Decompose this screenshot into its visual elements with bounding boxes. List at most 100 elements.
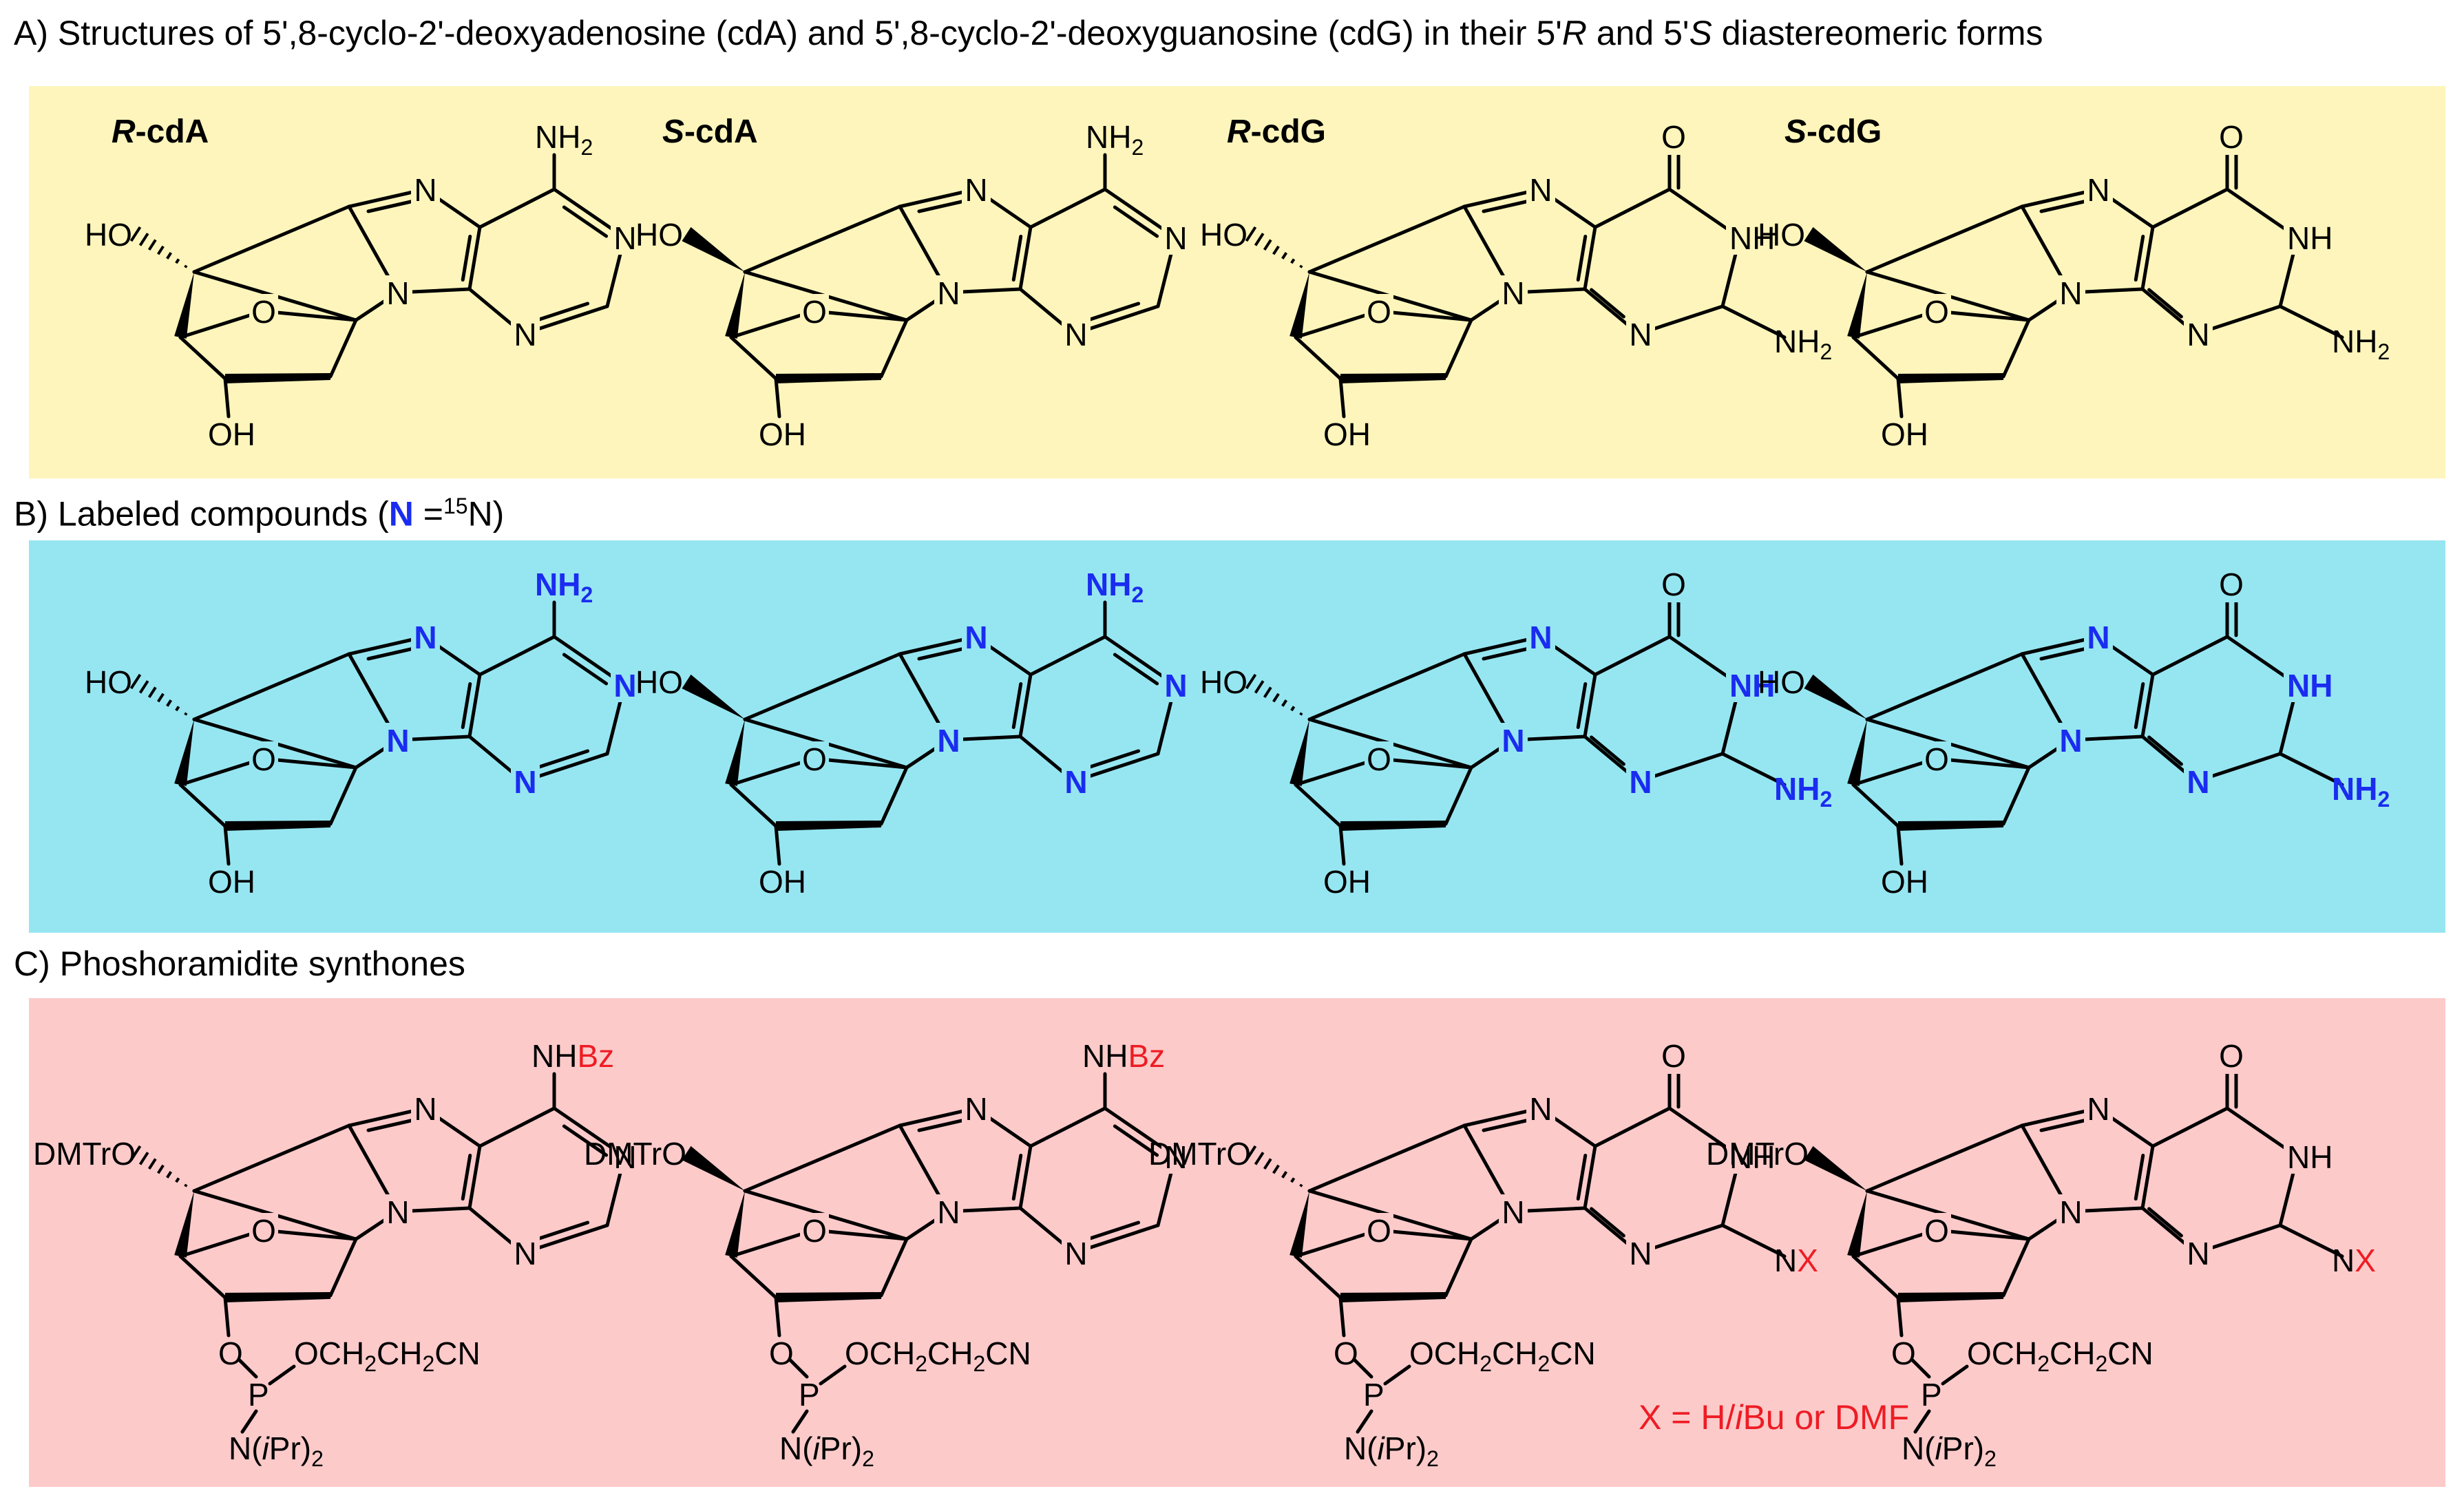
atom-n3: N xyxy=(2187,764,2209,800)
atom-o3: O xyxy=(218,1335,243,1371)
atom-n7: N xyxy=(2087,1091,2109,1127)
atom-oh: OH xyxy=(1881,864,1928,900)
atom-o-ring: O xyxy=(251,741,276,777)
atom-diisopropylamine: N(iPr)2 xyxy=(1902,1430,1997,1471)
atom-n1: N xyxy=(613,1139,636,1175)
atom-n2h2: NH2 xyxy=(2332,324,2390,364)
atom-o-ring: O xyxy=(1367,294,1391,330)
compound-label: S-cdG xyxy=(1784,114,1882,150)
atom-n3: N xyxy=(1064,317,1087,352)
atom-dmtro: DMTrO xyxy=(1148,1136,1251,1172)
atom-n1: N xyxy=(613,668,636,704)
atom-nhbz: NHBz xyxy=(531,1038,614,1074)
n15-symbol: N xyxy=(388,494,414,533)
atom-n9: N xyxy=(1502,1194,1524,1230)
atom-n2h2: NH2 xyxy=(1774,771,1832,812)
compound-label: R-cdG xyxy=(1227,114,1326,150)
atom-ho: HO xyxy=(1758,664,1805,700)
atom-n1h: NH xyxy=(2287,1139,2333,1175)
atom-nhbz: NHBz xyxy=(1082,1038,1165,1074)
atom-n7: N xyxy=(414,620,436,655)
atom-n9: N xyxy=(937,723,960,759)
atom-n1: N xyxy=(1164,668,1187,704)
atom-nh2: NH2 xyxy=(1086,119,1144,160)
atom-n3: N xyxy=(2187,317,2209,352)
atom-o-ring: O xyxy=(1367,1213,1391,1249)
atom-n9: N xyxy=(937,275,960,311)
atom-n3: N xyxy=(2187,1236,2209,1271)
atom-n1: N xyxy=(1164,220,1187,256)
atom-n9: N xyxy=(1502,723,1524,759)
atom-n7: N xyxy=(2087,172,2109,208)
atom-n3: N xyxy=(1064,764,1087,800)
atom-o-carbonyl: O xyxy=(1661,567,1686,602)
atom-n1h: NH xyxy=(2287,668,2333,704)
atom-p: P xyxy=(248,1377,269,1413)
atom-n1: N xyxy=(1164,1139,1187,1175)
atom-n1h: NH xyxy=(2287,220,2333,256)
atom-oh: OH xyxy=(759,864,806,900)
atom-dmtro: DMTrO xyxy=(584,1136,686,1172)
atom-p: P xyxy=(1363,1377,1384,1413)
atom-cyanoethyl: OCH2CH2CN xyxy=(1967,1335,2154,1376)
atom-o-ring: O xyxy=(251,294,276,330)
compound-label: S-cdA xyxy=(662,114,758,150)
atom-diisopropylamine: N(iPr)2 xyxy=(779,1430,874,1471)
atom-o-ring: O xyxy=(1924,1213,1949,1249)
atom-o-carbonyl: O xyxy=(2219,1038,2244,1074)
atom-diisopropylamine: N(iPr)2 xyxy=(229,1430,324,1471)
atom-n9: N xyxy=(386,275,409,311)
atom-n7: N xyxy=(965,1091,987,1127)
atom-n9: N xyxy=(2059,1194,2082,1230)
atom-n7: N xyxy=(414,172,436,208)
atom-n9: N xyxy=(386,723,409,759)
atom-n9: N xyxy=(937,1194,960,1230)
atom-n7: N xyxy=(1529,172,1552,208)
atom-n3: N xyxy=(514,1236,536,1271)
atom-n9: N xyxy=(1502,275,1524,311)
atom-n7: N xyxy=(1529,620,1552,655)
atom-n7: N xyxy=(414,1091,436,1127)
atom-o-ring: O xyxy=(251,1213,276,1249)
section-b-title: B) Labeled compounds (N =15N) xyxy=(14,494,505,533)
atom-n7: N xyxy=(965,620,987,655)
atom-o-ring: O xyxy=(1367,741,1391,777)
atom-n3: N xyxy=(514,317,536,352)
atom-n9: N xyxy=(386,1194,409,1230)
atom-n1h: NH xyxy=(1729,668,1775,704)
atom-o-ring: O xyxy=(1924,294,1949,330)
atom-ho: HO xyxy=(85,664,132,700)
atom-oh: OH xyxy=(208,416,255,452)
atom-o-ring: O xyxy=(802,294,827,330)
atom-o3: O xyxy=(1334,1335,1358,1371)
atom-nx: NX xyxy=(1774,1243,1818,1278)
atom-o-carbonyl: O xyxy=(2219,567,2244,602)
atom-p: P xyxy=(1921,1377,1942,1413)
atom-n7: N xyxy=(2087,620,2109,655)
atom-n9: N xyxy=(2059,723,2082,759)
atom-ho: HO xyxy=(635,664,683,700)
atom-n3: N xyxy=(1629,1236,1652,1271)
section-a-title: A) Structures of 5',8-cyclo-2'-deoxyaden… xyxy=(14,14,2043,52)
atom-o-carbonyl: O xyxy=(2219,119,2244,155)
atom-n9: N xyxy=(2059,275,2082,311)
